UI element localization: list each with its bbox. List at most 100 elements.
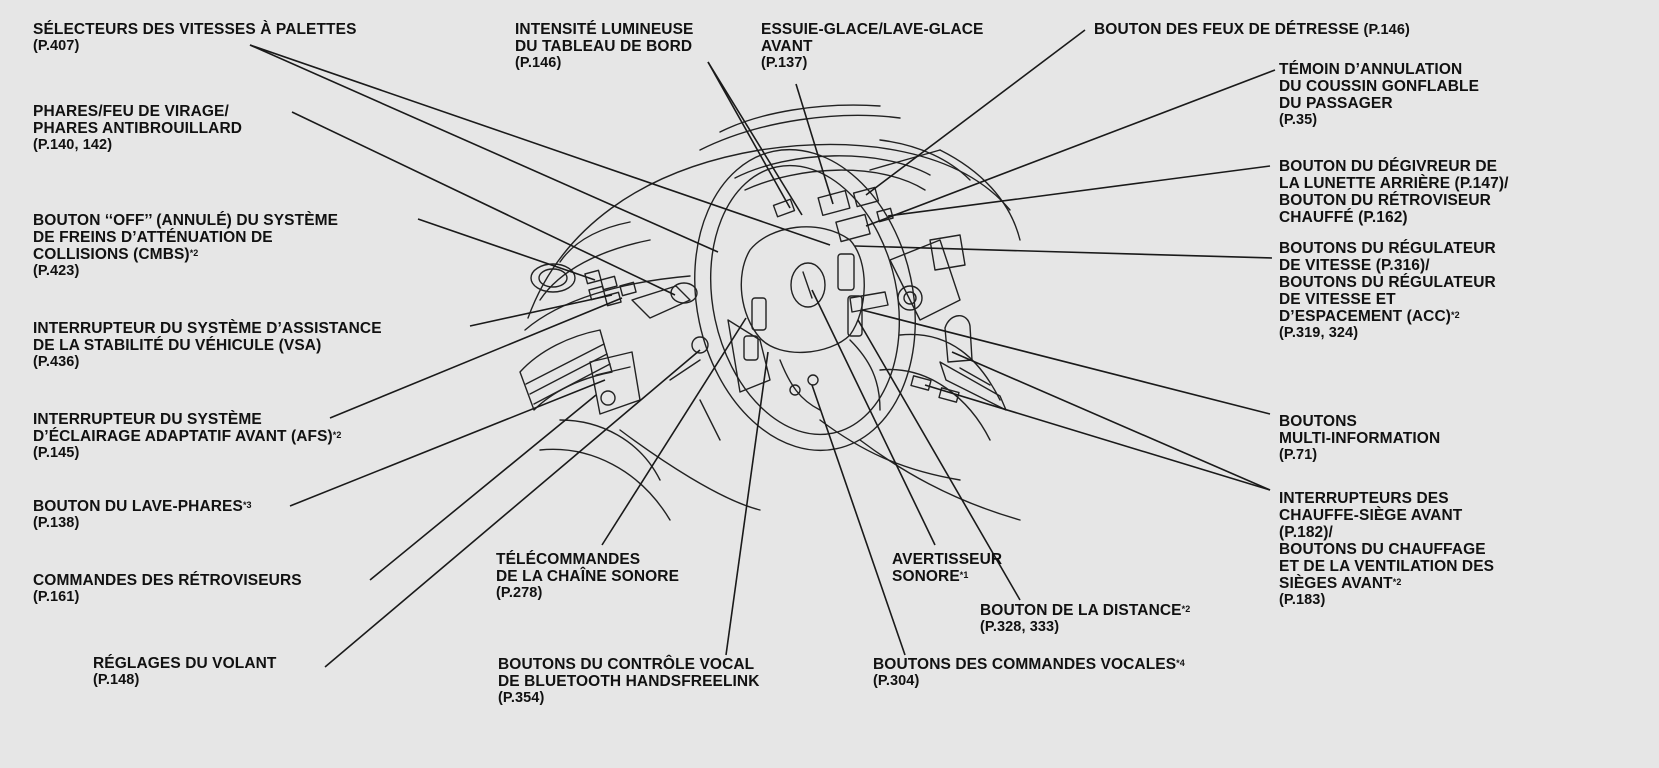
footnote-marker: *1 bbox=[960, 570, 969, 580]
label-bluetooth-vocal: BOUTONS DU CONTRÔLE VOCAL DE BLUETOOTH H… bbox=[498, 656, 760, 707]
label-text: TÉLÉCOMMANDES bbox=[496, 551, 679, 568]
label-text: DU COUSSIN GONFLABLE bbox=[1279, 78, 1479, 95]
page-ref: (P.140, 142) bbox=[33, 137, 242, 154]
leader-l09a bbox=[708, 62, 790, 208]
label-chauffe-siege: INTERRUPTEURS DES CHAUFFE-SIÈGE AVANT (P… bbox=[1279, 490, 1494, 609]
label-feux-detresse: BOUTON DES FEUX DE DÉTRESSE (P.146) bbox=[1094, 21, 1410, 39]
label-text: BOUTON DU DÉGIVREUR DE bbox=[1279, 158, 1509, 175]
label-text: DE FREINS D’ATTÉNUATION DE bbox=[33, 229, 338, 246]
label-text: DE VITESSE (P.316)/ bbox=[1279, 257, 1496, 274]
label-selecteurs-vitesses: SÉLECTEURS DES VITESSES À PALETTES (P.40… bbox=[33, 21, 357, 55]
label-text: INTERRUPTEURS DES bbox=[1279, 490, 1494, 507]
label-text: BOUTON DES FEUX DE DÉTRESSE bbox=[1094, 21, 1359, 38]
footnote-marker: *2 bbox=[1182, 604, 1191, 614]
label-lave-phares: BOUTON DU LAVE-PHARES*3 (P.138) bbox=[33, 498, 252, 532]
leader-l15 bbox=[862, 310, 1270, 414]
label-degivreur: BOUTON DU DÉGIVREUR DE LA LUNETTE ARRIÈR… bbox=[1279, 158, 1509, 226]
label-text: BOUTONS bbox=[1279, 413, 1440, 430]
label-afs: INTERRUPTEUR DU SYSTÈME D’ÉCLAIRAGE ADAP… bbox=[33, 411, 342, 462]
page-ref: (P.35) bbox=[1279, 112, 1479, 129]
label-text: BOUTONS DES COMMANDES VOCALES bbox=[873, 656, 1176, 673]
label-regulateur-vitesse: BOUTONS DU RÉGULATEUR DE VITESSE (P.316)… bbox=[1279, 240, 1496, 342]
label-text: SIÈGES AVANT bbox=[1279, 575, 1393, 592]
label-text: LA LUNETTE ARRIÈRE (P.147)/ bbox=[1279, 175, 1509, 192]
label-text: CHAUFFE-SIÈGE AVANT bbox=[1279, 507, 1494, 524]
page-ref: (P.407) bbox=[33, 38, 357, 55]
label-bouton-distance: BOUTON DE LA DISTANCE*2 (P.328, 333) bbox=[980, 602, 1190, 636]
leader-l03 bbox=[418, 219, 595, 280]
leader-l09b bbox=[708, 62, 802, 215]
label-text: SÉLECTEURS DES VITESSES À PALETTES bbox=[33, 21, 357, 38]
page-ref: (P.423) bbox=[33, 263, 338, 280]
label-text: TÉMOIN D’ANNULATION bbox=[1279, 61, 1479, 78]
page-ref: (P.138) bbox=[33, 515, 252, 532]
label-cmbs-off: BOUTON ‘‘OFF’’ (ANNULÉ) DU SYSTÈME DE FR… bbox=[33, 212, 338, 280]
footnote-marker: *2 bbox=[1451, 310, 1460, 320]
footnote-marker: *4 bbox=[1176, 658, 1185, 668]
label-text: INTERRUPTEUR DU SYSTÈME D’ASSISTANCE bbox=[33, 320, 382, 337]
footnote-marker: *2 bbox=[1393, 577, 1402, 587]
label-text: D’ÉCLAIRAGE ADAPTATIF AVANT (AFS) bbox=[33, 428, 333, 445]
page-ref: (P.146) bbox=[1364, 22, 1410, 38]
leader-l14 bbox=[855, 246, 1272, 258]
leader-l17 bbox=[602, 318, 746, 545]
leader-l13 bbox=[888, 166, 1270, 216]
label-text: SONORE bbox=[892, 568, 960, 585]
label-text: D’ESPACEMENT (ACC) bbox=[1279, 308, 1451, 325]
label-text: BOUTON DU LAVE-PHARES bbox=[33, 498, 243, 515]
page-ref: (P.161) bbox=[33, 589, 302, 606]
label-text: AVERTISSEUR bbox=[892, 551, 1002, 568]
label-retroviseurs: COMMANDES DES RÉTROVISEURS (P.161) bbox=[33, 572, 302, 606]
leader-l18 bbox=[812, 290, 935, 545]
label-text: AVANT bbox=[761, 38, 983, 55]
label-text: BOUTON ‘‘OFF’’ (ANNULÉ) DU SYSTÈME bbox=[33, 212, 338, 229]
page-ref: (P.278) bbox=[496, 585, 679, 602]
label-text: MULTI-INFORMATION bbox=[1279, 430, 1440, 447]
label-text: DE LA CHAÎNE SONORE bbox=[496, 568, 679, 585]
label-reglages-volant: RÉGLAGES DU VOLANT (P.148) bbox=[93, 655, 277, 689]
label-text: DE LA STABILITÉ DU VÉHICULE (VSA) bbox=[33, 337, 382, 354]
label-text: RÉGLAGES DU VOLANT bbox=[93, 655, 277, 672]
label-text: CHAUFFÉ (P.162) bbox=[1279, 209, 1509, 226]
label-text: DU PASSAGER bbox=[1279, 95, 1479, 112]
label-text: BOUTONS DU CONTRÔLE VOCAL bbox=[498, 656, 760, 673]
label-text: ESSUIE-GLACE/LAVE-GLACE bbox=[761, 21, 983, 38]
page-ref: (P.304) bbox=[873, 673, 1185, 690]
label-text: COMMANDES DES RÉTROVISEURS bbox=[33, 572, 302, 589]
page-ref: (P.319, 324) bbox=[1279, 325, 1496, 342]
label-text: INTERRUPTEUR DU SYSTÈME bbox=[33, 411, 342, 428]
label-text: PHARES/FEU DE VIRAGE/ bbox=[33, 103, 242, 120]
label-phares: PHARES/FEU DE VIRAGE/ PHARES ANTIBROUILL… bbox=[33, 103, 242, 154]
label-intensite-lumineuse: INTENSITÉ LUMINEUSE DU TABLEAU DE BORD (… bbox=[515, 21, 693, 72]
label-text: BOUTON DE LA DISTANCE bbox=[980, 602, 1182, 619]
label-text: DE VITESSE ET bbox=[1279, 291, 1496, 308]
label-text: ET DE LA VENTILATION DES bbox=[1279, 558, 1494, 575]
label-text: DU TABLEAU DE BORD bbox=[515, 38, 693, 55]
label-text: (P.182)/ bbox=[1279, 524, 1494, 541]
leader-l21 bbox=[812, 385, 905, 655]
page-ref: (P.71) bbox=[1279, 447, 1440, 464]
label-text: BOUTONS DU RÉGULATEUR bbox=[1279, 274, 1496, 291]
label-avertisseur-sonore: AVERTISSEUR SONORE*1 bbox=[892, 551, 1002, 585]
page-ref: (P.354) bbox=[498, 690, 760, 707]
page-ref: (P.183) bbox=[1279, 592, 1494, 609]
label-text: COLLISIONS (CMBS) bbox=[33, 246, 190, 263]
label-multi-information: BOUTONS MULTI-INFORMATION (P.71) bbox=[1279, 413, 1440, 464]
page-ref: (P.436) bbox=[33, 354, 382, 371]
label-vsa: INTERRUPTEUR DU SYSTÈME D’ASSISTANCE DE … bbox=[33, 320, 382, 371]
footnote-marker: *2 bbox=[333, 430, 342, 440]
page-ref: (P.328, 333) bbox=[980, 619, 1190, 636]
dashboard-drawing bbox=[520, 105, 1020, 520]
page-ref: (P.137) bbox=[761, 55, 983, 72]
label-text: INTENSITÉ LUMINEUSE bbox=[515, 21, 693, 38]
label-text: BOUTON DU RÉTROVISEUR bbox=[1279, 192, 1509, 209]
footnote-marker: *2 bbox=[190, 248, 199, 258]
label-text: DE BLUETOOTH HANDSFREELINK bbox=[498, 673, 760, 690]
page-ref: (P.148) bbox=[93, 672, 277, 689]
label-text: BOUTONS DU RÉGULATEUR bbox=[1279, 240, 1496, 257]
page-ref: (P.145) bbox=[33, 445, 342, 462]
footnote-marker: *3 bbox=[243, 500, 252, 510]
label-text: PHARES ANTIBROUILLARD bbox=[33, 120, 242, 137]
label-essuie-glace: ESSUIE-GLACE/LAVE-GLACE AVANT (P.137) bbox=[761, 21, 983, 72]
